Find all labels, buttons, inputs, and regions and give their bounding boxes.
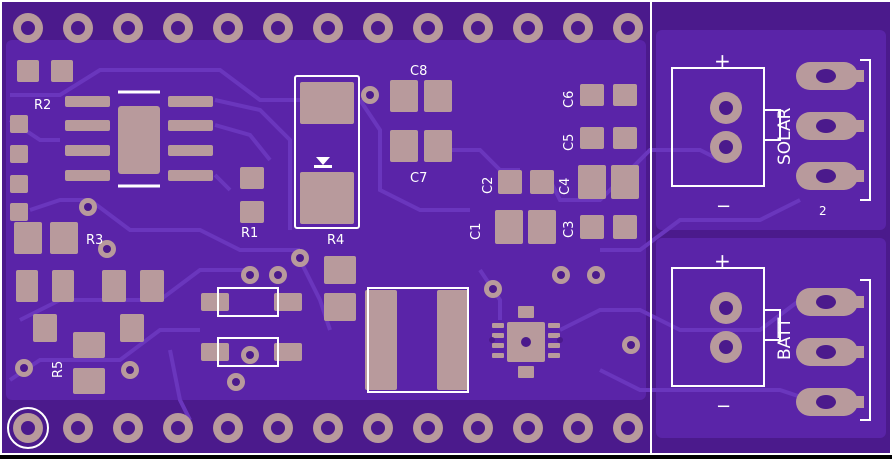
label-c6: C6 [562, 91, 577, 108]
screw-pad-tab [856, 170, 864, 182]
terminal-pin-hole [719, 101, 733, 115]
header-pin-hole [371, 421, 385, 435]
header-pin-hole [71, 421, 85, 435]
via-hole [557, 337, 563, 343]
screw-pad-tab [856, 346, 864, 358]
header-bottom [7, 407, 643, 449]
screw-pad-hole [816, 119, 836, 133]
label-batt-minus: − [716, 396, 731, 417]
label-c3: C3 [562, 221, 577, 238]
screw-pad-tab [856, 120, 864, 132]
terminal-pin-hole [719, 301, 733, 315]
label-r4: R4 [327, 233, 344, 248]
label-c2: C2 [481, 177, 496, 194]
via-hole [232, 378, 240, 386]
header-pin-hole [121, 21, 135, 35]
header-pin-hole [321, 21, 335, 35]
via-hole [366, 91, 374, 99]
diode-marker [314, 157, 332, 168]
via-hole [557, 271, 565, 279]
qfn-center-hole [521, 337, 531, 347]
label-c8: C8 [410, 64, 427, 79]
label-r3: R3 [86, 233, 103, 248]
label-r5: R5 [51, 361, 66, 378]
screw-pad-tab [856, 70, 864, 82]
header-pin-hole [621, 421, 635, 435]
header-pin-hole [621, 21, 635, 35]
label-pin2: 2 [819, 204, 827, 218]
via-hole [489, 337, 495, 343]
pin1-marker [7, 407, 49, 449]
screw-pad-hole [816, 395, 836, 409]
traces [8, 68, 811, 421]
header-pin-hole [21, 421, 35, 435]
header-pin-hole [321, 421, 335, 435]
label-r2: R2 [34, 98, 51, 113]
screw-pad-hole [816, 295, 836, 309]
header-pin-hole [521, 421, 535, 435]
header-pin-hole [421, 21, 435, 35]
via-hole [246, 271, 254, 279]
smd-pads [10, 60, 639, 394]
screw-pad-hole [816, 69, 836, 83]
via-hole [592, 271, 600, 279]
label-solar-plus: + [714, 49, 731, 73]
header-pin-hole [271, 421, 285, 435]
via-hole [274, 271, 282, 279]
silkscreen [118, 59, 871, 421]
header-pin-hole [271, 21, 285, 35]
label-c7: C7 [410, 171, 427, 186]
header-pin-hole [221, 421, 235, 435]
via-hole [84, 203, 92, 211]
label-c5: C5 [562, 134, 577, 151]
labels: R2 R1 R3 R4 R5 C8 C7 C6 C5 C4 C3 C2 C1 S… [34, 49, 827, 417]
connector-holes [710, 62, 864, 416]
via-hole [126, 366, 134, 374]
via-hole [103, 245, 111, 253]
label-c4: C4 [558, 178, 573, 195]
header-pin-hole [521, 21, 535, 35]
header-pin-hole [171, 21, 185, 35]
header-pin-hole [571, 21, 585, 35]
header-pin-hole [171, 421, 185, 435]
label-batt: BATT [775, 317, 795, 360]
via-hole [627, 341, 635, 349]
header-pin-hole [221, 21, 235, 35]
screw-pad-hole [816, 345, 836, 359]
header-top [13, 13, 643, 43]
header-pin-hole [21, 21, 35, 35]
label-solar: SOLAR [775, 107, 795, 165]
via-hole [20, 364, 28, 372]
terminal-pin-hole [719, 140, 733, 154]
terminal-pin-hole [719, 340, 733, 354]
label-solar-minus: − [716, 196, 731, 217]
header-pin-hole [571, 421, 585, 435]
header-pin-hole [71, 21, 85, 35]
label-r1: R1 [241, 226, 258, 241]
header-pin-hole [371, 21, 385, 35]
screw-pad-tab [856, 396, 864, 408]
via-hole [296, 254, 304, 262]
via-hole [246, 351, 254, 359]
label-c1: C1 [469, 223, 484, 240]
via-hole [489, 285, 497, 293]
header-pin-hole [471, 21, 485, 35]
screw-pad-hole [816, 169, 836, 183]
header-pin-hole [471, 421, 485, 435]
screw-pad-tab [856, 296, 864, 308]
header-pin-hole [421, 421, 435, 435]
header-pin-hole [121, 421, 135, 435]
vias [15, 86, 640, 391]
label-batt-plus: + [714, 249, 731, 273]
